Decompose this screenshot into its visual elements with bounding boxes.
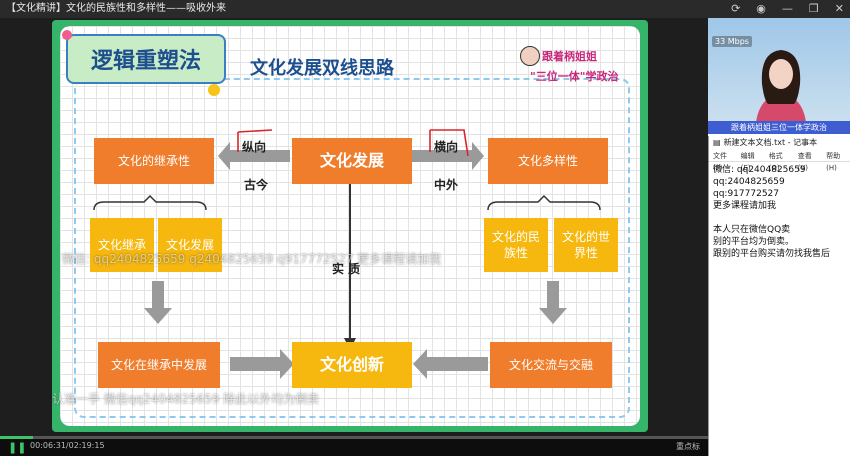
brace-left	[93, 194, 207, 211]
brace-right	[487, 194, 601, 211]
notepad-menu: 文件(F) 编辑(E) 格式(O) 查看(V) 帮助(H)	[709, 150, 850, 172]
playback-time: 00:06:31/02:19:15	[30, 441, 105, 450]
notepad-text[interactable]: 微信: qq2404825659 qq:2404825659 qq:917772…	[709, 162, 850, 262]
left-sub-node-2: 文化发展	[158, 218, 222, 272]
slide: 逻辑重塑法 文化发展双线思路 跟着柄姐姐 "三位一体"学政治 文化发展 文化的继…	[52, 20, 648, 432]
window-title-bar: 【文化精讲】文化的民族性和多样性——吸收外来 ⟳ ◉ — ❐ ✕	[0, 0, 850, 18]
bitrate-badge: 33 Mbps	[712, 36, 752, 47]
window-title: 【文化精讲】文化的民族性和多样性——吸收外来	[6, 3, 226, 14]
teacher-video-icon	[756, 50, 806, 122]
notepad-line: 本人只在微信QQ卖	[713, 225, 791, 235]
minimize-icon[interactable]: —	[781, 2, 793, 15]
watermark-line-1: 微信: qq2404825659 q2404825659 q917772527 …	[62, 252, 442, 266]
side-panel: 33 Mbps 跟着柄姐姐三位一体学政治 ▤ 新建文本文档.txt - 记事本 …	[708, 18, 850, 456]
window-controls: ⟳ ◉ — ❐ ✕	[731, 0, 844, 18]
refresh-icon[interactable]: ⟳	[731, 2, 741, 15]
progress-fill	[0, 436, 34, 439]
label-china-foreign: 中外	[434, 178, 459, 192]
label-essence: 实 质	[332, 262, 361, 276]
label-vertical: 纵向	[242, 140, 267, 154]
menu-view[interactable]: 查看(V)	[797, 152, 812, 172]
annotation-mark-right	[429, 129, 469, 157]
arrow-bottom-right	[230, 349, 294, 379]
notepad-line: 更多课程请加我	[713, 201, 777, 211]
brand-logo: 跟着柄姐姐 "三位一体"学政治	[520, 46, 640, 90]
brand-line-1: 跟着柄姐姐	[542, 50, 597, 63]
notepad-title: 新建文本文档.txt - 记事本	[723, 138, 818, 147]
close-icon[interactable]: ✕	[834, 2, 844, 15]
arrow-down-left	[144, 281, 172, 324]
notepad-icon: ▤	[713, 138, 721, 147]
notepad-window: ▤ 新建文本文档.txt - 记事本 文件(F) 编辑(E) 格式(O) 查看(…	[708, 136, 850, 456]
dashed-frame	[74, 78, 630, 418]
notepad-line	[713, 212, 846, 224]
cartoon-avatar-icon	[520, 46, 540, 66]
player-right-label[interactable]: 重点标	[676, 442, 700, 451]
teacher-camera: 33 Mbps 跟着柄姐姐三位一体学政治	[708, 18, 850, 134]
eye-icon[interactable]: ◉	[756, 2, 766, 15]
restore-icon[interactable]: ❐	[808, 2, 819, 15]
left-top-node: 文化的继承性	[94, 138, 214, 184]
center-node: 文化发展	[292, 138, 412, 184]
label-past-present: 古今	[244, 178, 269, 192]
label-horizontal: 横向	[434, 140, 459, 154]
arrow-down-right	[539, 281, 567, 324]
annotation-mark-left	[237, 129, 273, 152]
pause-icon[interactable]: ❚❚	[8, 441, 27, 454]
decor-dot-icon	[62, 30, 72, 40]
notepad-line: 别的平台均为倒卖。	[713, 237, 795, 247]
slide-title: 文化发展双线思路	[250, 58, 394, 79]
camera-caption: 跟着柄姐姐三位一体学政治	[708, 121, 850, 134]
menu-file[interactable]: 文件(F)	[713, 152, 727, 172]
progress-bar[interactable]	[0, 436, 708, 439]
right-sub-node-1: 文化的民族性	[484, 218, 548, 272]
result-node: 文化创新	[292, 342, 412, 388]
method-badge: 逻辑重塑法	[66, 34, 226, 84]
watermark-line-2: 认准一手 微信qq2404825659 除此以外均为倒卖	[52, 392, 320, 406]
left-sub-node-1: 文化继承	[90, 218, 154, 272]
notepad-line: 微信: qq2404825659	[713, 165, 806, 175]
arrow-right-gray	[411, 142, 484, 170]
notepad-title-bar: ▤ 新建文本文档.txt - 记事本	[709, 136, 850, 150]
notepad-line: qq:917772527	[713, 189, 779, 199]
notepad-line: 跟别的平台购买请勿找我售后	[713, 249, 831, 259]
notepad-line: qq:2404825659	[713, 177, 785, 187]
decor-dot-icon	[208, 84, 220, 96]
right-top-node: 文化多样性	[488, 138, 608, 184]
brand-line-2: "三位一体"学政治	[530, 70, 619, 83]
video-stage[interactable]: 逻辑重塑法 文化发展双线思路 跟着柄姐姐 "三位一体"学政治 文化发展 文化的继…	[0, 18, 708, 436]
menu-edit[interactable]: 编辑(E)	[740, 152, 755, 172]
menu-format[interactable]: 格式(O)	[768, 152, 783, 172]
arrow-left-gray	[218, 142, 290, 170]
player-controls: ❚❚ 00:06:31/02:19:15 重点标	[0, 436, 708, 456]
slide-canvas: 逻辑重塑法 文化发展双线思路 跟着柄姐姐 "三位一体"学政治 文化发展 文化的继…	[60, 26, 640, 426]
arrow-bottom-left	[413, 349, 488, 379]
right-bottom-node: 文化交流与交融	[490, 342, 612, 388]
left-bottom-node: 文化在继承中发展	[98, 342, 220, 388]
diagram-arrows	[93, 129, 601, 379]
right-sub-node-2: 文化的世界性	[554, 218, 618, 272]
menu-help[interactable]: 帮助(H)	[826, 152, 841, 172]
